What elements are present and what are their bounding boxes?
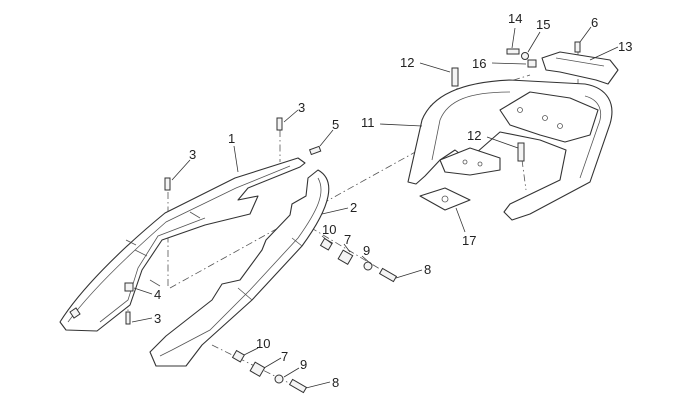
screw-3a[interactable] [164, 177, 171, 191]
washer-9b[interactable] [274, 374, 284, 384]
callout-7a: 7 [344, 232, 351, 247]
part-17-gasket[interactable] [419, 187, 471, 211]
grommet-7a[interactable] [337, 249, 354, 266]
callout-16: 16 [472, 56, 486, 71]
screw-5[interactable] [308, 145, 322, 156]
callout-5: 5 [332, 117, 339, 132]
callout-12b: 12 [467, 128, 481, 143]
hardware [124, 41, 581, 394]
screw-14[interactable] [506, 48, 520, 55]
callout-6: 6 [591, 15, 598, 30]
washer-9a[interactable] [363, 261, 373, 271]
screw-6[interactable] [574, 41, 581, 53]
callout-12a: 12 [400, 55, 414, 70]
callout-14: 14 [508, 11, 522, 26]
callout-15: 15 [536, 17, 550, 32]
callout-8a: 8 [424, 262, 431, 277]
callout-labels: 14 15 6 13 12 16 3 5 11 1 12 3 2 10 7 9 … [154, 11, 632, 390]
part-11-grab-rail[interactable] [407, 79, 613, 221]
spacer-16[interactable] [527, 59, 537, 68]
callout-9b: 9 [300, 357, 307, 372]
callout-9a: 9 [363, 243, 370, 258]
bolt-12a[interactable] [451, 67, 459, 87]
callout-10b: 10 [256, 336, 270, 351]
callout-3c: 3 [154, 311, 161, 326]
callout-1: 1 [228, 131, 235, 146]
nut-4[interactable] [124, 282, 134, 292]
bolt-8a[interactable] [378, 267, 398, 283]
callout-11: 11 [361, 115, 375, 130]
callout-4: 4 [154, 287, 161, 302]
bolt-12b[interactable] [517, 142, 525, 162]
part-1-inner-frame[interactable] [59, 157, 306, 332]
callout-2: 2 [350, 200, 357, 215]
grommet-7b[interactable] [249, 361, 266, 378]
callout-3a: 3 [298, 100, 305, 115]
callout-8b: 8 [332, 375, 339, 390]
callout-13: 13 [618, 39, 632, 54]
spacer-10b[interactable] [231, 349, 246, 363]
callout-7b: 7 [281, 349, 288, 364]
screw-3b[interactable] [276, 117, 283, 131]
callout-17: 17 [462, 233, 476, 248]
leader-lines [131, 26, 619, 389]
part-2-outer-cover[interactable] [149, 169, 330, 367]
spacer-10a[interactable] [319, 237, 334, 251]
part-13-rail-cover[interactable] [541, 51, 619, 85]
callout-3b: 3 [189, 147, 196, 162]
bolt-8b[interactable] [288, 378, 308, 394]
callout-10a: 10 [322, 222, 336, 237]
screw-3c[interactable] [125, 311, 131, 325]
washer-15[interactable] [521, 52, 529, 60]
